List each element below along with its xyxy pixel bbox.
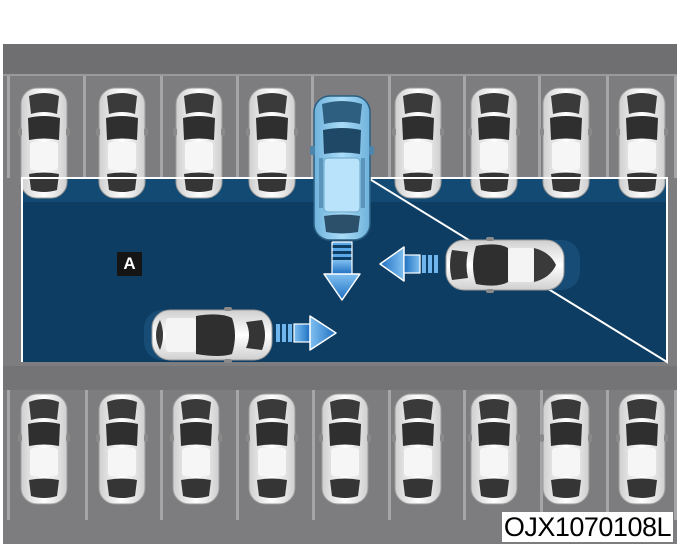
parked-car-top-8: [540, 87, 592, 199]
parked-car-top-6: [392, 87, 444, 199]
parked-car-bottom-9: [616, 393, 668, 505]
top-row-dividers: [3, 74, 677, 178]
arrow-right: [276, 315, 337, 351]
arrow-left: [379, 246, 438, 282]
parked-car-top-7: [468, 87, 520, 199]
parked-car-bottom-3: [170, 393, 222, 505]
arrow-down: [323, 241, 361, 301]
parked-car-bottom-1: [18, 393, 70, 505]
asphalt-bottom-strip: [3, 366, 677, 390]
parked-car-bottom-5: [319, 393, 371, 505]
figure-code: OJX1070108L: [501, 512, 673, 542]
parked-car-bottom-7: [468, 393, 520, 505]
bottom-row-dividers: [7, 390, 677, 520]
parked-car-top-4: [246, 87, 298, 199]
parked-car-bottom-8: [540, 393, 592, 505]
zone-a-label: A: [117, 252, 142, 276]
parked-cars-bottom-row: [18, 393, 668, 505]
passing-car-left: [144, 307, 273, 363]
parked-car-bottom-2: [96, 393, 148, 505]
parked-car-top-1: [18, 87, 70, 199]
parked-car-top-9: [616, 87, 668, 199]
parked-car-top-3: [173, 87, 225, 199]
own-vehicle-suv: [310, 95, 374, 241]
parked-car-bottom-6: [392, 393, 444, 505]
asphalt-top-strip: [3, 44, 677, 74]
parked-car-top-2: [96, 87, 148, 199]
parked-car-bottom-4: [246, 393, 298, 505]
approaching-car-right: [445, 237, 580, 293]
